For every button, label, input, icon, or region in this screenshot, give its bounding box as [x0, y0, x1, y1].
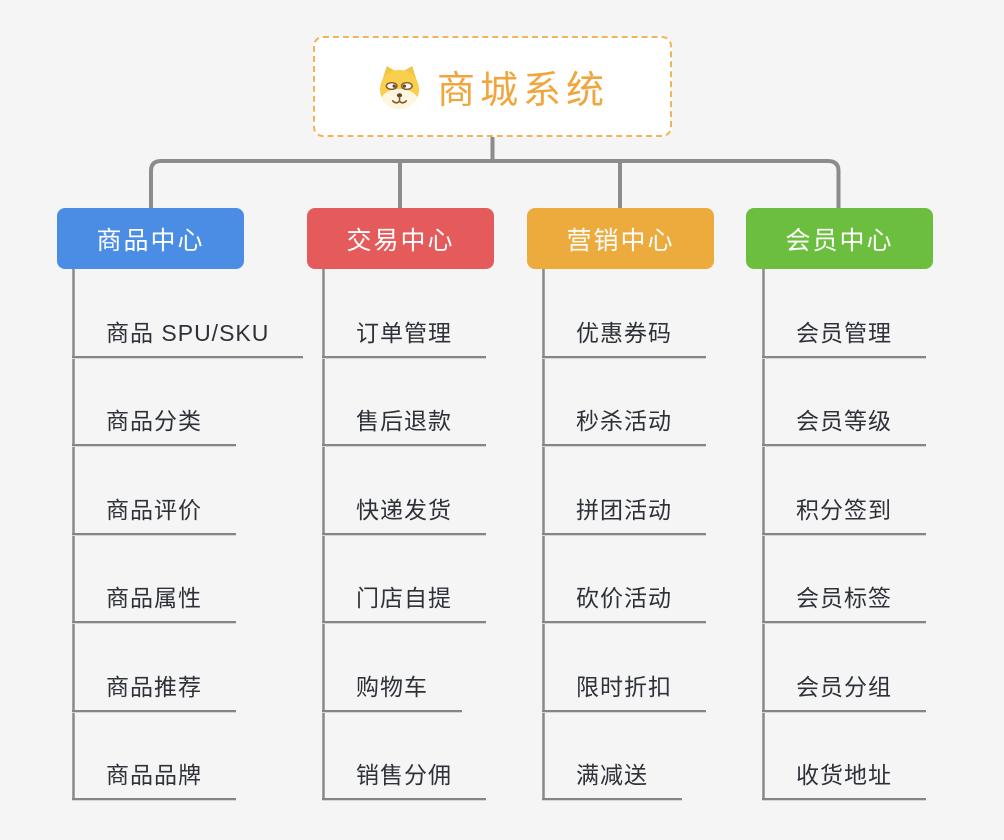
branch-product-center[interactable]: 商品中心 — [57, 208, 244, 269]
leaf-member-management[interactable]: 会员管理 — [762, 316, 926, 358]
branch-trade-center[interactable]: 交易中心 — [307, 208, 494, 269]
leaf-member-group[interactable]: 会员分组 — [762, 670, 926, 712]
leaf-shipping-address[interactable]: 收货地址 — [762, 758, 926, 800]
leaf-product-category[interactable]: 商品分类 — [72, 404, 236, 446]
leaf-member-tag[interactable]: 会员标签 — [762, 581, 926, 623]
leaf-sales-commission[interactable]: 销售分佣 — [322, 758, 486, 800]
leaf-shopping-cart[interactable]: 购物车 — [322, 670, 462, 712]
leaf-coupon-code[interactable]: 优惠券码 — [542, 316, 706, 358]
leaf-order-management[interactable]: 订单管理 — [322, 316, 486, 358]
leaf-product-recommend[interactable]: 商品推荐 — [72, 670, 236, 712]
leaf-product-review[interactable]: 商品评价 — [72, 493, 236, 535]
leaf-store-pickup[interactable]: 门店自提 — [322, 581, 486, 623]
leaf-member-level[interactable]: 会员等级 — [762, 404, 926, 446]
leaf-product-brand[interactable]: 商品品牌 — [72, 758, 236, 800]
root-node-mall-system[interactable]: 商城系统 — [313, 36, 672, 137]
leaf-express-delivery[interactable]: 快递发货 — [322, 493, 486, 535]
leaf-limited-time-discount[interactable]: 限时折扣 — [542, 670, 706, 712]
branch-member-center[interactable]: 会员中心 — [746, 208, 933, 269]
leaf-group-buy[interactable]: 拼团活动 — [542, 493, 706, 535]
leaf-points-checkin[interactable]: 积分签到 — [762, 493, 926, 535]
leaf-product-attribute[interactable]: 商品属性 — [72, 581, 236, 623]
leaf-bargain-activity[interactable]: 砍价活动 — [542, 581, 706, 623]
leaf-product-spu-sku[interactable]: 商品 SPU/SKU — [72, 316, 304, 358]
doge-icon — [379, 65, 420, 110]
leaf-aftersale-refund[interactable]: 售后退款 — [322, 404, 486, 446]
branch-marketing-center[interactable]: 营销中心 — [527, 208, 714, 269]
leaf-flash-sale[interactable]: 秒杀活动 — [542, 404, 706, 446]
leaf-full-reduction[interactable]: 满减送 — [542, 758, 682, 800]
root-title: 商城系统 — [436, 70, 609, 112]
